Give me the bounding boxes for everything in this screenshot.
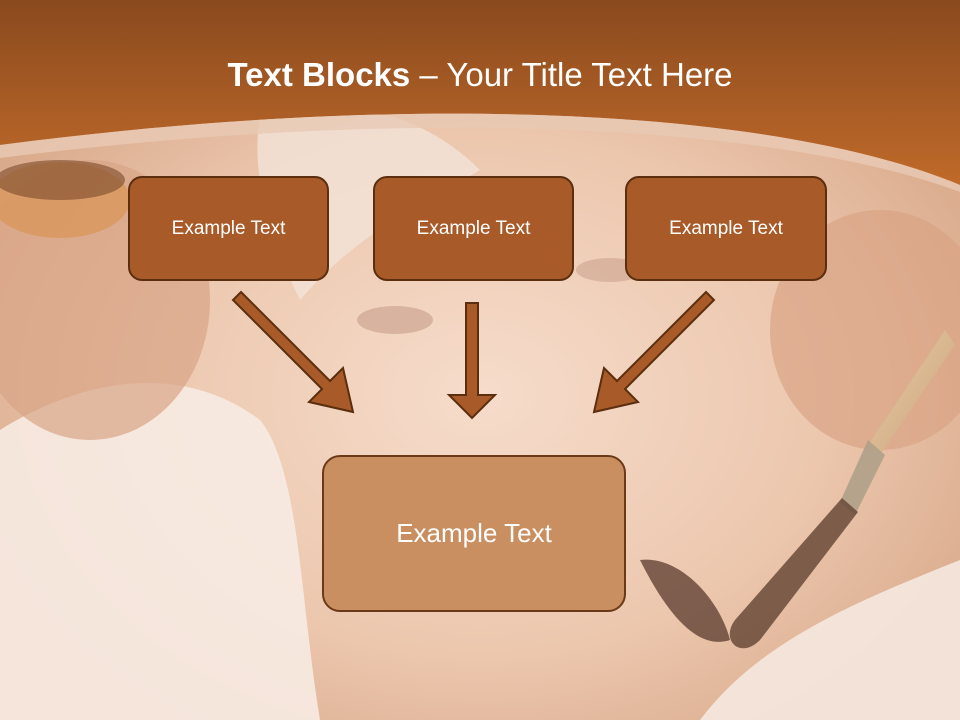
title-rest: Your Title Text Here xyxy=(446,56,733,93)
arrow-center-down xyxy=(446,302,498,420)
result-block-label: Example Text xyxy=(396,518,552,548)
text-block-3-label: Example Text xyxy=(669,217,783,239)
arrow-left-diagonal xyxy=(231,290,355,414)
text-block-2-label: Example Text xyxy=(416,217,531,239)
arrow-right-diagonal xyxy=(592,290,716,414)
slide-title: Text Blocks – Your Title Text Here xyxy=(0,50,960,100)
text-block-2[interactable]: Example Text xyxy=(373,176,574,281)
text-block-1-label: Example Text xyxy=(171,217,286,239)
title-dash: – xyxy=(410,56,447,93)
result-block[interactable]: Example Text xyxy=(322,455,626,612)
text-block-3[interactable]: Example Text xyxy=(625,176,827,281)
text-block-1[interactable]: Example Text xyxy=(128,176,329,281)
title-bold-part: Text Blocks xyxy=(227,56,411,93)
